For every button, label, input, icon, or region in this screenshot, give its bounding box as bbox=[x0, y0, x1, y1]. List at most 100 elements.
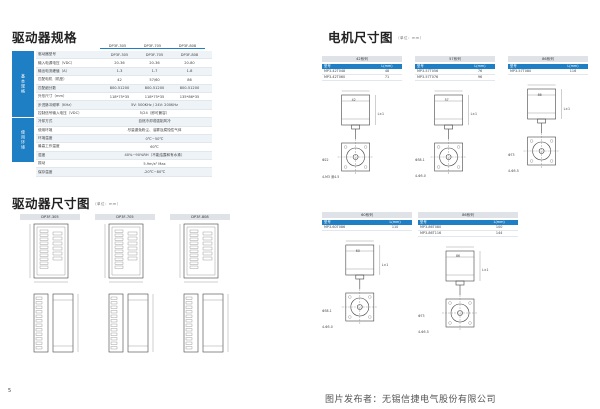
motor-table-header-cell: L(mm) bbox=[493, 220, 505, 224]
motor-table-cell: 116 bbox=[569, 69, 577, 73]
terminal-block bbox=[114, 265, 124, 269]
terminal-block bbox=[189, 261, 199, 265]
motor-dim-label: L±1 bbox=[482, 268, 489, 272]
spec-row-value: 尽量避免粉尘、油雾及腐蚀性气体 bbox=[127, 127, 182, 132]
spec-row-label: 保存温度 bbox=[38, 169, 53, 174]
dip-switch bbox=[52, 251, 63, 256]
connector-pin bbox=[110, 310, 118, 314]
driver-drawing-305: DP3F-305 bbox=[20, 214, 80, 220]
driver-front-outline bbox=[183, 223, 219, 279]
spec-row-value: 20-80 bbox=[184, 61, 195, 66]
spec-row-value: 86 bbox=[187, 77, 192, 82]
spec-row-value: 1-8 bbox=[186, 69, 193, 74]
driver-profile-outline bbox=[127, 293, 149, 353]
mount-hole bbox=[550, 159, 554, 163]
connector-pin bbox=[35, 301, 43, 305]
driver-label: DP3F-808 bbox=[170, 214, 230, 220]
motor-table-cell: MP3-57T056 bbox=[417, 69, 439, 73]
motor-table-row: MP3-60T086 110 bbox=[322, 225, 412, 231]
spec-row-value: 42 bbox=[117, 77, 122, 82]
mount-hole bbox=[530, 139, 534, 143]
driver-front-outline bbox=[108, 223, 144, 279]
spec-row-value: 118*75*35 bbox=[144, 94, 165, 99]
motor-dim-label: Φ38.1 bbox=[415, 158, 425, 162]
motor-dim-label: L±1 bbox=[470, 112, 478, 116]
driver-profile-outline bbox=[52, 293, 74, 353]
terminal-block bbox=[39, 257, 49, 261]
dip-switch bbox=[202, 256, 213, 261]
driver-front-outline bbox=[33, 223, 69, 279]
terminal-block bbox=[114, 249, 124, 253]
motor-table-cell: MP3-57T080 bbox=[510, 69, 532, 73]
motor-table-cell: MP3-42T048 bbox=[324, 69, 346, 73]
mount-hole bbox=[364, 145, 368, 149]
motor-table-row: MP3-57T080 116 bbox=[508, 69, 588, 75]
terminal-block bbox=[114, 233, 124, 237]
spec-row: 保存温度-20℃~80℃ bbox=[36, 168, 212, 177]
connector-pin bbox=[35, 305, 43, 309]
driver-side-outline bbox=[183, 293, 199, 353]
terminal-block bbox=[189, 241, 199, 245]
motor-table-cell: MP3-86T080 bbox=[420, 225, 442, 229]
spec-row-label: 驱动器型号 bbox=[38, 52, 56, 57]
terminal-block bbox=[39, 253, 49, 257]
terminal-block bbox=[189, 253, 199, 257]
dip-switch bbox=[52, 246, 63, 251]
motor-table-header-cell: 型号 bbox=[420, 220, 427, 224]
terminal-block bbox=[39, 261, 49, 265]
motor-boss bbox=[444, 124, 453, 130]
motor-boss bbox=[355, 274, 365, 280]
spec-col-header: DP3F-305 bbox=[100, 44, 135, 49]
spec-row-value: 自然冷却或强制风冷 bbox=[138, 119, 171, 124]
motor-dim-title-text: 电机尺寸图 bbox=[328, 30, 394, 45]
connector-pin bbox=[35, 346, 43, 350]
group-label-env: 使用环境 bbox=[12, 118, 34, 162]
motor-dim-label: 86 bbox=[537, 93, 542, 97]
terminal-block bbox=[189, 245, 199, 249]
motor-table-header-cell: 型号 bbox=[324, 220, 331, 224]
motor-series-label: 57系列 bbox=[415, 56, 495, 62]
motor-dim-label: L±1 bbox=[377, 112, 385, 116]
spec-row: 步进脉冲频率（KHz）5V: 500KHz / 24V: 200KHz bbox=[36, 101, 212, 110]
motor-drawing bbox=[341, 240, 380, 325]
spec-row-label: 环境温度 bbox=[38, 136, 53, 141]
mount-hole bbox=[344, 145, 348, 149]
connector-pin bbox=[35, 310, 43, 314]
motor-table-cell: MP3-60T086 bbox=[324, 225, 346, 229]
connector-pin bbox=[35, 314, 43, 318]
motor-dim-title: 电机尺寸图（单位：mm） bbox=[328, 27, 424, 46]
driver-drawing-705: DP3F-705 bbox=[95, 214, 155, 220]
motor-dim-label: 4-Φ5.5 bbox=[508, 169, 519, 173]
connector-pin bbox=[185, 337, 193, 341]
dip-switch bbox=[52, 241, 63, 246]
connector-pin bbox=[110, 332, 118, 336]
spec-row-label: 外形尺寸（mm） bbox=[38, 94, 67, 99]
dip-switch bbox=[127, 251, 138, 256]
mount-hole bbox=[457, 165, 461, 169]
motor-table-header: 型号 L(mm) bbox=[418, 220, 518, 225]
driver-front-panel bbox=[111, 226, 141, 276]
spec-row-label: 使用环境 bbox=[38, 127, 53, 132]
spec-row-value: 1-3 bbox=[116, 69, 123, 74]
mount-hole bbox=[468, 321, 472, 325]
terminal-block bbox=[189, 233, 199, 237]
connector-pin bbox=[110, 328, 118, 332]
motor-series-label: 42系列 bbox=[322, 56, 402, 62]
dip-switch bbox=[52, 231, 63, 236]
connector-pin bbox=[35, 337, 43, 341]
watermark-text: 图片发布者：无锡信捷电气股份有限公司 bbox=[325, 395, 497, 405]
connector-pin bbox=[185, 310, 193, 314]
motor-table-cell: 110 bbox=[391, 225, 399, 229]
terminal-block bbox=[114, 245, 124, 249]
